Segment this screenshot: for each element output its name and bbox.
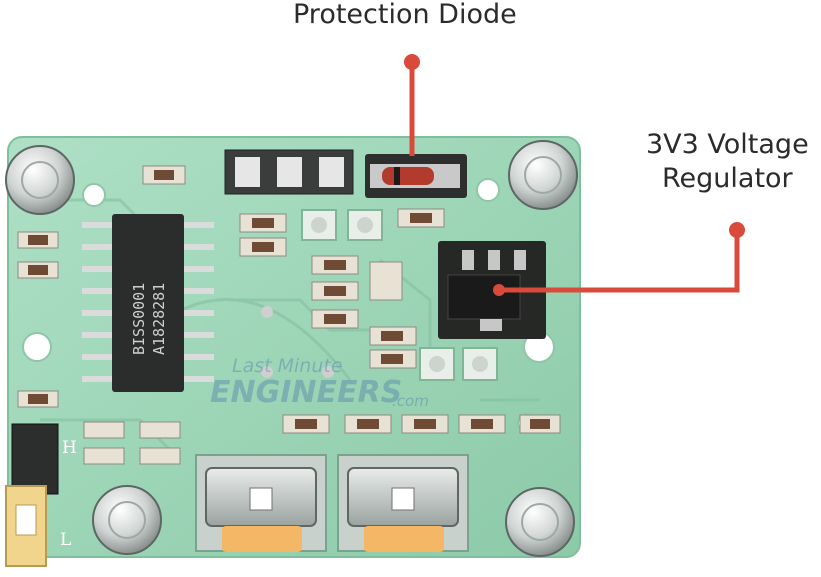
voltage-regulator xyxy=(438,241,546,339)
callout-label-regulator-line1: 3V3 Voltage xyxy=(646,129,809,160)
callout-label-regulator-line2: Regulator xyxy=(662,163,793,194)
ic-marking-line2: A1828281 xyxy=(150,283,168,355)
watermark-suffix: .com xyxy=(392,392,429,410)
watermark: Last Minute ENGINEERS .com xyxy=(210,355,429,410)
watermark-line1: Last Minute xyxy=(232,355,343,377)
ic-marking-line1: BISS0001 xyxy=(130,283,148,355)
watermark-line2: ENGINEERS xyxy=(210,375,402,410)
callout-label-protection-diode: Protection Diode xyxy=(293,0,517,30)
mode-jumper: H L xyxy=(5,423,77,567)
electrolytic-capacitors xyxy=(5,140,578,557)
callout-regulator xyxy=(493,222,745,296)
potentiometers xyxy=(195,454,469,552)
callout-label-voltage-regulator: 3V3 Voltage Regulator xyxy=(646,128,809,196)
smd-components xyxy=(17,165,561,465)
protection-diode xyxy=(365,154,467,198)
callout-diode xyxy=(404,54,420,156)
header-pins xyxy=(224,149,354,195)
jumper-label-h: H xyxy=(62,438,77,458)
jumper-label-l: L xyxy=(60,530,71,550)
test-pads xyxy=(261,209,498,381)
biss0001-ic: BISS0001 A1828281 xyxy=(82,214,214,392)
